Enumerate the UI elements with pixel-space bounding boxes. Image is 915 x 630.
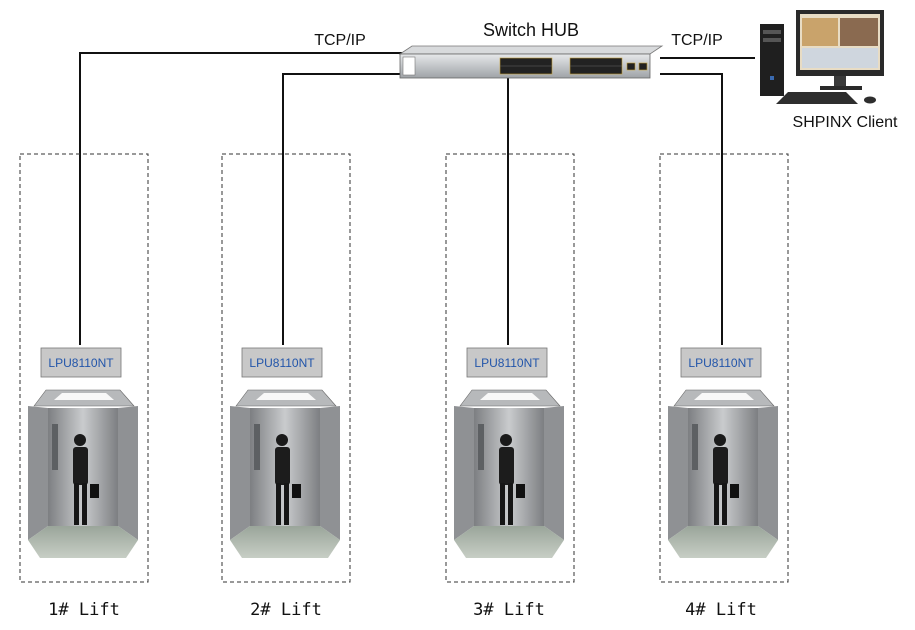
lift-3-device-label: LPU8110NT [474, 356, 540, 370]
lift-1-cabin [27, 387, 139, 565]
connection-lines [79, 52, 755, 345]
lift-1-boundary [19, 153, 149, 583]
monitor-icon [796, 10, 884, 90]
lift-3-boundary [445, 153, 575, 583]
lift-2-boundary [221, 153, 351, 583]
lift-2: LPU8110NT [221, 153, 351, 583]
client-label: SHPINX Client [793, 114, 898, 131]
lift-1: LPU8110NT [19, 153, 149, 583]
lift-4: LPU8110NT [659, 153, 789, 583]
tcpip-label-right: TCP/IP [671, 32, 723, 49]
lift-4-device-label: LPU8110NT [688, 356, 754, 370]
lift-1-device-label: LPU8110NT [48, 356, 114, 370]
lift-2-device-box [241, 347, 323, 378]
lift-4-boundary [659, 153, 789, 583]
lift-2-label: 2# Lift [250, 600, 322, 620]
lift-1-label: 1# Lift [48, 600, 120, 620]
lift-3-label: 3# Lift [473, 600, 545, 620]
lift-1-device-box [40, 347, 122, 378]
switch-hub [398, 45, 664, 79]
lift-4-cabin [667, 387, 779, 565]
link-lift-2 [282, 73, 402, 345]
tcpip-label-left: TCP/IP [314, 32, 366, 49]
client-computer [760, 10, 884, 104]
link-lift-1 [79, 52, 402, 345]
lift-2-device-label: LPU8110NT [249, 356, 315, 370]
keyboard-icon [776, 92, 876, 104]
hub-label: Switch HUB [483, 20, 579, 40]
tower-icon [760, 24, 784, 96]
lift-4-label: 4# Lift [685, 600, 757, 620]
lift-3-device-box [466, 347, 548, 378]
lift-4-device-box [680, 347, 762, 378]
link-lift-4 [660, 73, 723, 345]
lift-3-cabin [453, 387, 565, 565]
lift-2-cabin [229, 387, 341, 565]
lift-3: LPU8110NT [445, 153, 575, 583]
